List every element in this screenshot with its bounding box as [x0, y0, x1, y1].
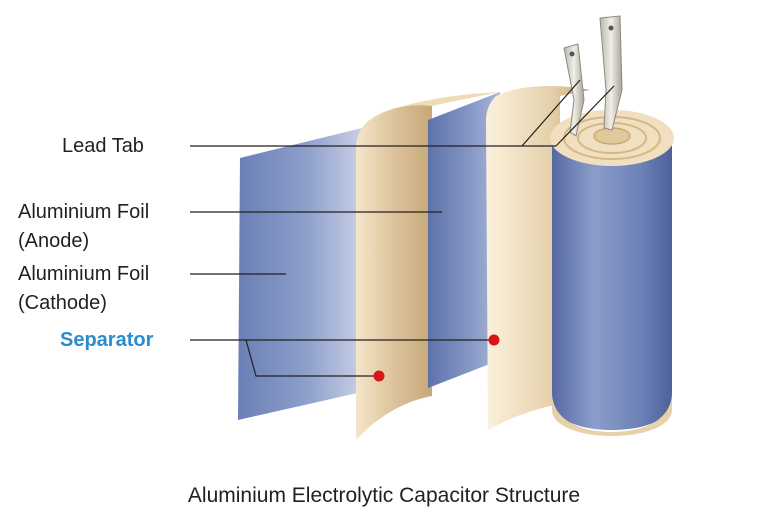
label-cathode-line2: (Cathode) [18, 292, 107, 314]
label-lead-tab: Lead Tab [62, 135, 144, 157]
label-anode-line1: Aluminium Foil [18, 201, 150, 223]
separator-marker-inner [488, 334, 500, 346]
cathode-foil-sheet [238, 128, 362, 420]
label-anode-line2: (Anode) [18, 230, 90, 252]
capacitor-roll-body [552, 140, 672, 430]
anode-foil-sheet [428, 92, 500, 388]
separator-paper-outer [356, 105, 432, 440]
separator-marker-outer [373, 370, 385, 382]
label-separator: Separator [60, 329, 154, 351]
separator-paper-inner [486, 86, 590, 431]
label-cathode-line1: Aluminium Foil [18, 263, 150, 285]
lead-tab-right [599, 15, 623, 131]
leader-lines [190, 79, 615, 377]
figure-caption: Aluminium Electrolytic Capacitor Structu… [187, 484, 581, 507]
lead-tab-left [563, 43, 585, 137]
